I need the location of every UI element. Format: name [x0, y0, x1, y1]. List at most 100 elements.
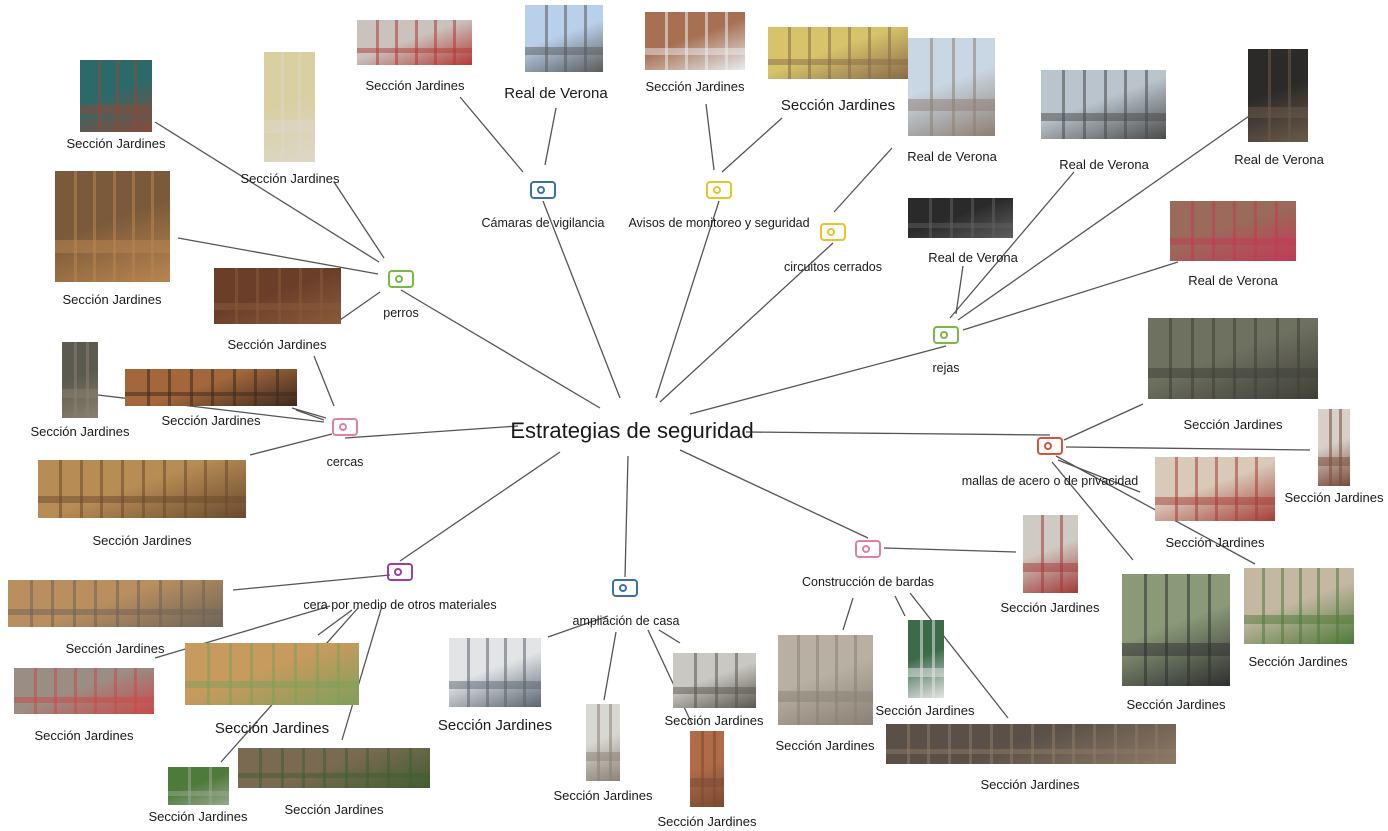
- photo-texture: [214, 303, 341, 310]
- photo-texture: [366, 748, 369, 788]
- connector-line: [962, 261, 1179, 331]
- category-node-ampliacion: [612, 579, 638, 597]
- photo-texture: [705, 12, 708, 70]
- photo-texture: [134, 668, 137, 714]
- photo-dog-fence: [214, 268, 341, 324]
- photo-caption: Sección Jardines: [980, 777, 1080, 792]
- photo-texture: [735, 653, 738, 708]
- photo-caption: Sección Jardines: [66, 136, 166, 151]
- category-node-rejas: [933, 326, 959, 344]
- photo-texture: [259, 748, 262, 788]
- photo-caption: Sección Jardines: [875, 703, 975, 718]
- photo-texture: [725, 12, 728, 70]
- photo-texture: [59, 460, 62, 518]
- photo-texture: [1336, 568, 1339, 644]
- photo-texture: [929, 198, 932, 238]
- photo-texture: [1248, 107, 1308, 118]
- photo-texture: [788, 27, 791, 79]
- photo-texture: [597, 704, 600, 781]
- photo-texture: [523, 638, 526, 707]
- photo-caption: Sección Jardines: [161, 413, 261, 428]
- photo-pallet-wall: [8, 580, 223, 627]
- connector-line: [909, 592, 1009, 719]
- photo-storefront: [357, 20, 472, 65]
- photo-texture: [467, 638, 470, 707]
- category-label-mallas: mallas de acero o de privacidad: [961, 474, 1139, 488]
- connector-line: [655, 200, 720, 399]
- photo-texture: [1135, 724, 1138, 764]
- photo-brick-tower: [690, 731, 724, 807]
- photo-texture: [1255, 457, 1258, 521]
- photo-texture: [907, 724, 910, 764]
- category-label-perros: perros: [383, 306, 419, 320]
- photo-texture: [202, 580, 205, 627]
- photo-caption: Sección Jardines: [1183, 417, 1283, 432]
- photo-texture: [1114, 724, 1117, 764]
- photo-caption: Sección Jardines: [657, 814, 757, 829]
- connector-line: [883, 547, 1017, 553]
- photo-texture: [930, 38, 933, 136]
- photo-narrow-house: [586, 704, 620, 781]
- photo-texture: [80, 460, 83, 518]
- connector-line: [547, 615, 609, 638]
- photo-texture: [1208, 574, 1211, 686]
- photo-texture: [1010, 724, 1013, 764]
- photo-texture: [14, 697, 154, 703]
- photo-parking-grille: [908, 198, 1013, 238]
- connector-line: [339, 291, 381, 321]
- category-label-circuitos: circuitos cerrados: [784, 260, 882, 274]
- photo-texture: [209, 767, 212, 805]
- category-node-perros: [388, 270, 414, 288]
- photo-texture: [147, 369, 150, 406]
- photo-caption: Sección Jardines: [214, 720, 330, 737]
- connector-line: [341, 605, 383, 741]
- photo-texture: [1276, 318, 1279, 399]
- connector-line: [842, 597, 854, 631]
- photo-texture: [94, 668, 97, 714]
- photo-texture: [835, 635, 838, 725]
- photo-camera-pole: [525, 5, 603, 72]
- photo-texture: [204, 460, 207, 518]
- connector-line: [647, 629, 693, 725]
- connector-line: [291, 407, 327, 419]
- photo-texture: [948, 724, 951, 764]
- photo-texture: [645, 48, 745, 55]
- photo-texture: [1254, 318, 1257, 399]
- photo-texture: [415, 20, 418, 65]
- photo-texture: [299, 268, 302, 324]
- photo-texture: [969, 724, 972, 764]
- connector-line: [542, 200, 621, 399]
- photo-texture: [888, 27, 891, 79]
- node-marker-icon: [394, 568, 402, 576]
- photo-caption: Real de Verona: [1059, 157, 1149, 172]
- photo-texture: [932, 620, 935, 698]
- photo-texture: [1062, 70, 1065, 139]
- node-marker-icon: [862, 545, 870, 553]
- photo-railing: [238, 748, 430, 788]
- photo-texture: [1191, 201, 1194, 261]
- photo-texture: [586, 752, 620, 761]
- photo-texture: [337, 643, 340, 705]
- photo-texture: [114, 668, 117, 714]
- photo-texture: [116, 580, 119, 627]
- photo-texture: [74, 668, 77, 714]
- photo-texture: [180, 580, 183, 627]
- photo-caption: Sección Jardines: [553, 788, 653, 803]
- photo-texture: [927, 724, 930, 764]
- photo-shop-front: [1155, 457, 1275, 521]
- connector-line: [949, 171, 1075, 319]
- connector-line: [658, 629, 681, 644]
- photo-caption: Sección Jardines: [645, 79, 745, 94]
- photo-texture: [1281, 568, 1284, 644]
- photo-texture: [132, 171, 135, 282]
- photo-texture: [504, 638, 507, 707]
- node-marker-icon: [395, 275, 403, 283]
- photo-texture: [992, 198, 995, 238]
- photo-texture: [298, 52, 301, 162]
- photo-texture: [1339, 409, 1342, 486]
- photo-yard-fence: [14, 668, 154, 714]
- photo-texture: [1041, 113, 1166, 121]
- category-node-avisos: [706, 181, 732, 199]
- photo-caption: Sección Jardines: [92, 533, 192, 548]
- photo-caption: Real de Verona: [1188, 273, 1278, 288]
